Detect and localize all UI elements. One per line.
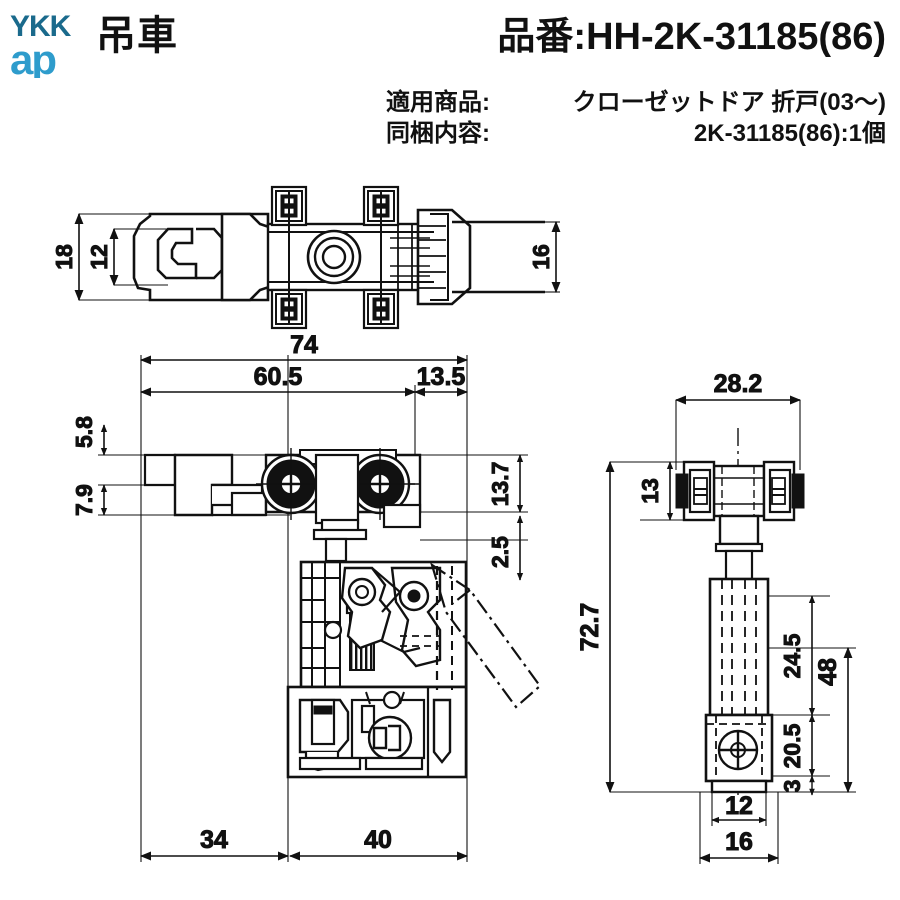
dim-label-25: 2.5 <box>487 536 513 568</box>
logo-ap-text: ap <box>10 36 55 78</box>
ykk-ap-logo-icon: YKK ap <box>10 10 73 78</box>
part-number: 品番:HH-2K-31185(86) <box>497 16 886 58</box>
dim-label-16-side: 16 <box>725 828 753 856</box>
side-wheel-right <box>762 460 805 522</box>
dim-label-205: 20.5 <box>779 723 805 768</box>
dim-label-34: 34 <box>200 826 228 854</box>
spec-table: 適用商品: クローゼットドア 折戸(03～) 同梱内容: 2K-31185(86… <box>386 88 886 149</box>
dim-label-13: 13 <box>637 478 663 504</box>
dim-front-605: 60.5 <box>139 363 417 397</box>
roller-right <box>345 448 415 520</box>
dim-side-3: 3 <box>779 775 815 796</box>
dim-label-79: 7.9 <box>71 484 97 516</box>
front-view: 74 60.5 13.5 <box>71 331 542 862</box>
dim-front-58: 5.8 <box>71 415 108 456</box>
dim-top-16: 16 <box>528 220 561 294</box>
spec-row-applicable: 適用商品: クローゼットドア 折戸(03～) <box>386 88 886 119</box>
dim-side-13: 13 <box>637 461 684 521</box>
side-wheel-left <box>675 460 716 522</box>
dim-front-135: 13.5 <box>413 363 469 397</box>
spec-value-contents: 2K-31185(86):1個 <box>693 119 886 147</box>
dim-label-12-side: 12 <box>725 792 753 820</box>
dim-label-18: 18 <box>51 244 77 270</box>
dim-label-48: 48 <box>814 658 842 686</box>
spec-value-applicable: クローゼットドア 折戸(03～) <box>572 89 886 116</box>
dim-front-25: 2.5 <box>487 515 524 581</box>
top-view: 18 12 16 <box>51 185 561 330</box>
dim-side-12: 12 <box>711 792 767 826</box>
dim-label-12-top: 12 <box>86 244 112 270</box>
dim-front-34: 34 <box>139 826 290 861</box>
dim-side-16: 16 <box>698 792 780 864</box>
dim-label-245: 24.5 <box>779 633 805 678</box>
header: YKK ap 吊車 品番:HH-2K-31185(86) 適用商品: クローゼッ… <box>0 0 900 176</box>
dim-label-16-top: 16 <box>528 244 554 270</box>
dim-label-727: 72.7 <box>576 603 604 652</box>
dim-side-205: 20.5 <box>772 714 830 777</box>
dim-side-245: 24.5 <box>768 595 830 716</box>
phantom-lever-outline <box>430 562 542 709</box>
dim-front-137: 13.7 <box>487 454 524 513</box>
dim-label-282: 28.2 <box>714 370 763 398</box>
dim-side-48: 48 <box>766 646 856 794</box>
spec-label-applicable: 適用商品: <box>386 89 490 116</box>
spec-label-contents: 同梱内容: <box>386 119 490 147</box>
dim-top-12: 12 <box>86 227 168 287</box>
dim-front-40: 40 <box>288 826 469 861</box>
logo-ykk-text: YKK <box>10 10 72 43</box>
dim-label-137: 13.7 <box>487 462 513 507</box>
dim-label-605: 60.5 <box>254 363 303 391</box>
dim-top-18: 18 <box>51 212 150 302</box>
roller-left <box>256 448 326 520</box>
side-view: 28.2 <box>576 370 856 864</box>
dim-side-282: 28.2 <box>674 370 802 470</box>
dim-label-58: 5.8 <box>71 416 97 448</box>
dim-label-3: 3 <box>779 780 805 793</box>
dim-side-727: 72.7 <box>576 460 712 794</box>
dim-label-74: 74 <box>290 331 318 359</box>
mechanism-body <box>286 560 468 779</box>
dim-front-79: 7.9 <box>71 484 108 516</box>
dim-label-135: 13.5 <box>417 363 466 391</box>
dim-front-74: 74 <box>139 331 469 365</box>
page-title: 吊車 <box>96 14 178 58</box>
spec-row-contents: 同梱内容: 2K-31185(86):1個 <box>386 119 886 150</box>
dim-label-40: 40 <box>364 826 392 854</box>
